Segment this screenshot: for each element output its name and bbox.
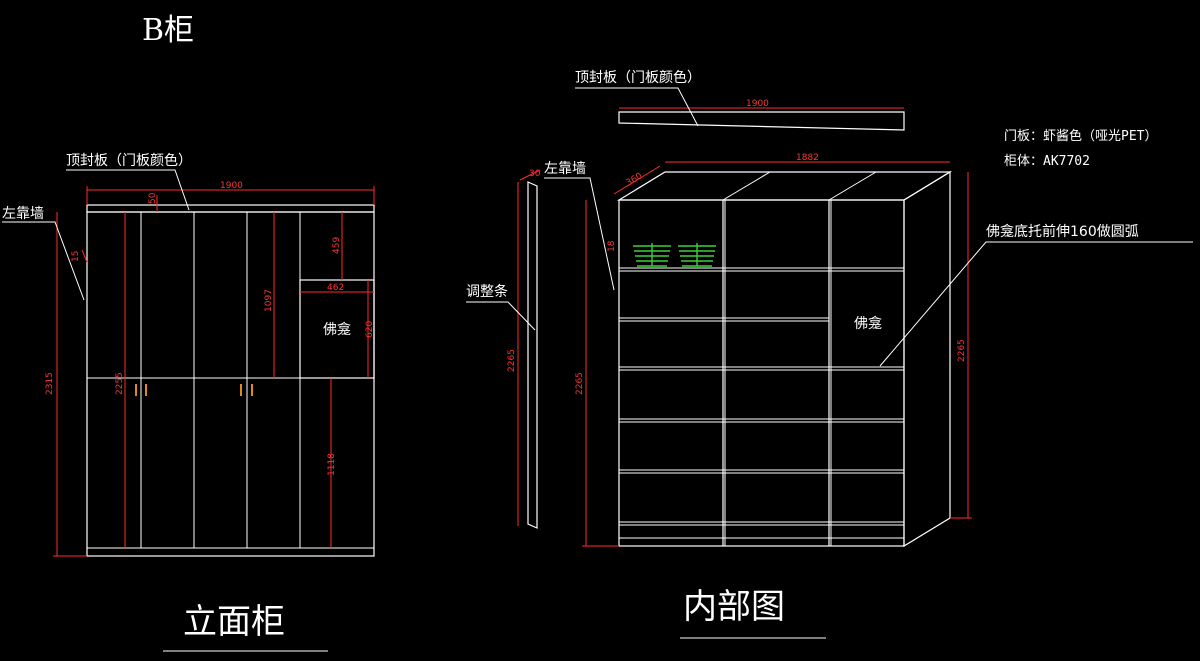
niche-label: 佛龛 (854, 316, 882, 332)
hanger-icon (633, 243, 671, 267)
leader-left-wall (544, 177, 615, 291)
hanger-icon (678, 243, 716, 267)
niche-box (299, 279, 375, 379)
top-rail (722, 171, 771, 201)
dim-left-strip-line (81, 249, 88, 263)
top-cover-board (86, 204, 375, 213)
dim-width: 1900 (220, 181, 243, 191)
dim-right-height: 2265 (957, 339, 967, 362)
dim-small: 18 (607, 240, 617, 252)
leader-niche-note (879, 241, 1193, 367)
adjustment-strip (527, 181, 538, 529)
label-adjust-strip: 调整条 (466, 283, 508, 300)
label-niche-note: 佛龛底托前伸160做圆弧 (986, 223, 1139, 240)
label-left-wall: 左靠墙 (544, 161, 586, 177)
dim-depth-line (613, 165, 661, 195)
dim-top-gap: 50 (148, 192, 158, 204)
dim-left-strip: 15 (71, 251, 81, 262)
drawing-title: B柜 (142, 13, 194, 48)
elevation-view: 佛龛 1900 50 2315 15 2255 1097 459 462 620… (2, 152, 375, 652)
leader-top-cover (66, 169, 190, 211)
cabinet-top-plane (616, 171, 953, 201)
dim-side-depth-line (519, 169, 541, 181)
cabinet-outline (86, 211, 375, 557)
dim-door-height: 2255 (115, 372, 125, 395)
dim-niche-height: 620 (365, 321, 375, 338)
dim-lower: 1118 (327, 453, 337, 476)
spec-body: 柜体：AK7702 (1004, 154, 1090, 169)
leader-left-wall (2, 221, 85, 301)
interior-view: 1900 顶封板（门板颜色） 2265 30 调整条 (466, 69, 1193, 639)
dim-total-height: 2315 (45, 372, 55, 395)
dim-width: 1882 (796, 153, 819, 163)
dim-niche-top: 459 (332, 237, 342, 254)
interior-caption: 内部图 (683, 587, 785, 627)
dim-cab-height: 2265 (575, 372, 585, 395)
dim-strip-height: 2265 (507, 349, 517, 372)
cabinet-front-frame (618, 199, 905, 547)
dim-upper-door: 1097 (264, 289, 274, 312)
top-cover-board (618, 111, 905, 131)
dim-side-depth: 30 (529, 169, 541, 179)
label-top-cover: 顶封板（门板颜色） (575, 69, 701, 86)
dim-top-board: 1900 (746, 99, 769, 109)
leader-adjust-strip (466, 301, 536, 331)
label-top-cover: 顶封板（门板颜色） (66, 152, 192, 169)
leader-top-cover (575, 87, 699, 127)
elevation-caption: 立面柜 (183, 602, 285, 642)
dim-niche-width: 462 (327, 283, 344, 293)
niche-label: 佛龛 (323, 322, 351, 338)
top-rail (828, 171, 877, 201)
label-left-wall: 左靠墙 (2, 206, 44, 222)
cabinet-right-side (903, 170, 951, 548)
spec-door: 门板：虾酱色（哑光PET） (1004, 128, 1157, 144)
